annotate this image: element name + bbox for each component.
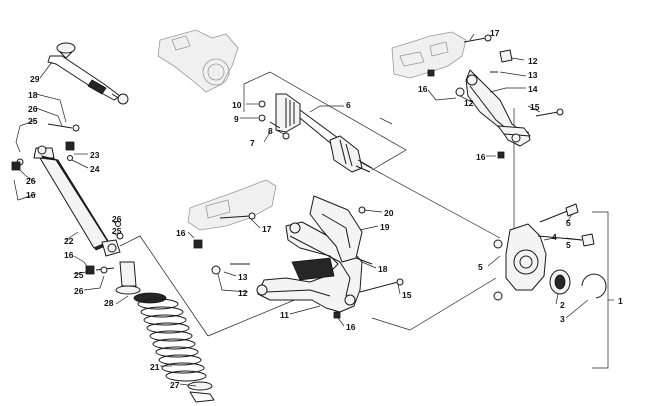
frame-section-top	[157, 29, 239, 93]
callout-25: 25	[112, 226, 122, 236]
wheel-bearing	[549, 269, 607, 299]
callout-18: 18	[378, 264, 388, 274]
drive-axle	[258, 93, 373, 173]
callout-16: 16	[418, 84, 428, 94]
callout-28: 28	[104, 298, 114, 308]
leader-lines	[13, 33, 614, 387]
callout-15: 15	[402, 290, 412, 300]
callout-labels: 29 18 26 25 23 24 26 16 22 26 25 16 25 2…	[26, 28, 623, 390]
callout-24: 24	[90, 164, 100, 174]
callout-26: 26	[28, 104, 38, 114]
skid-plate	[309, 195, 373, 265]
frame-section-upper-right	[391, 31, 467, 79]
callout-4: 4	[552, 232, 557, 242]
callout-12: 12	[238, 288, 248, 298]
callout-5: 5	[478, 262, 483, 272]
callout-29: 29	[30, 74, 40, 84]
callout-23: 23	[90, 150, 100, 160]
callout-25: 25	[28, 116, 38, 126]
callout-7: 7	[250, 138, 255, 148]
callout-15: 15	[530, 102, 540, 112]
shock-hardware	[11, 123, 124, 275]
callout-17: 17	[262, 224, 272, 234]
callout-9: 9	[234, 114, 239, 124]
callout-5: 5	[566, 240, 571, 250]
tie-rod-assembly	[47, 42, 129, 105]
steering-knuckle	[493, 203, 595, 301]
callout-17: 17	[490, 28, 500, 38]
callout-11: 11	[280, 310, 289, 320]
callout-26: 26	[74, 286, 84, 296]
callout-5: 5	[566, 218, 571, 228]
frame-section-middle	[187, 179, 277, 231]
callout-3: 3	[560, 314, 565, 324]
callout-2: 2	[560, 300, 565, 310]
lower-arm-hardware	[193, 212, 404, 319]
callout-18: 18	[28, 90, 38, 100]
callout-13: 13	[528, 70, 538, 80]
callout-14: 14	[528, 84, 538, 94]
callout-16: 16	[26, 190, 36, 200]
callout-12: 12	[528, 56, 538, 66]
callout-19: 19	[380, 222, 390, 232]
callout-26: 26	[112, 214, 122, 224]
callout-8: 8	[268, 126, 273, 136]
shock-absorber	[33, 145, 121, 257]
upper-a-arm	[427, 34, 564, 159]
callout-16: 16	[346, 322, 356, 332]
callout-20: 20	[384, 208, 394, 218]
callout-21: 21	[150, 362, 160, 372]
callout-16: 16	[476, 152, 486, 162]
callout-10: 10	[232, 100, 242, 110]
coil-spring	[115, 261, 215, 403]
callout-26: 26	[26, 176, 36, 186]
callout-6: 6	[346, 100, 351, 110]
callout-16: 16	[176, 228, 186, 238]
callout-27: 27	[170, 380, 180, 390]
callout-1: 1	[618, 296, 623, 306]
callout-12: 12	[464, 98, 474, 108]
callout-16: 16	[64, 250, 74, 260]
callout-22: 22	[64, 236, 74, 246]
callout-13: 13	[238, 272, 248, 282]
callout-25: 25	[74, 270, 84, 280]
